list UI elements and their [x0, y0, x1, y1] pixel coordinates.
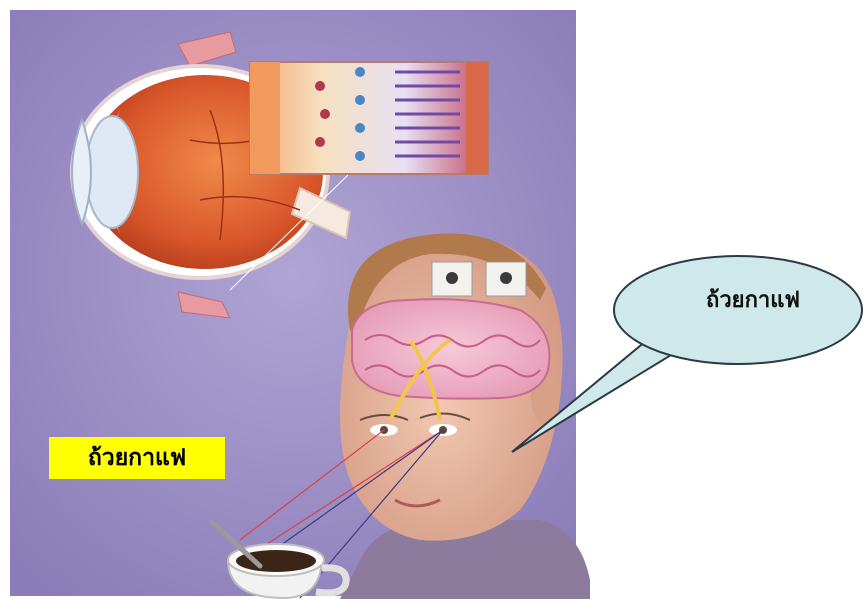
- callout-label: ถ้วยกาแฟ: [668, 282, 838, 317]
- yellow-label: ถ้วยกาแฟ: [49, 437, 225, 479]
